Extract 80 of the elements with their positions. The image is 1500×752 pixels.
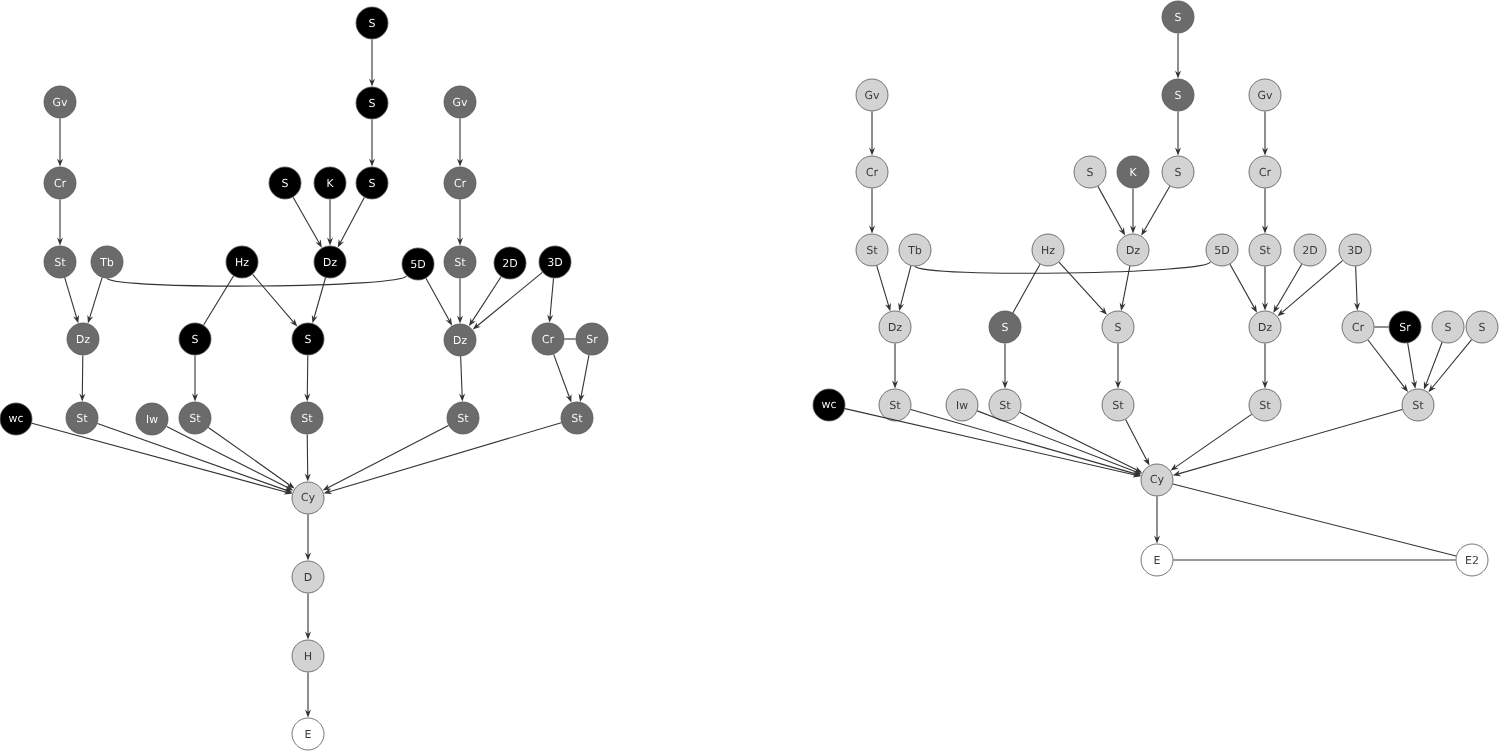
circle-node: H [291, 639, 325, 673]
circle-node: St [178, 401, 212, 435]
circle-node: 5D [401, 247, 435, 281]
circle-node: 3D [538, 245, 572, 279]
circle-node: St [878, 388, 912, 422]
circle-node: Dz [66, 322, 100, 356]
circle-node: Dz [443, 323, 477, 357]
circle-node: St [1101, 388, 1135, 422]
circle-node: St [446, 401, 480, 435]
circle-node: S [178, 322, 212, 356]
connector-line [1172, 483, 1457, 557]
circle-node: S [988, 310, 1022, 344]
circle-node: K [313, 166, 347, 200]
circle-node: E2 [1455, 543, 1489, 577]
circle-node: Sr [575, 322, 609, 356]
circle-node: S [268, 166, 302, 200]
circle-node: St [988, 388, 1022, 422]
circle-node: Hz [1031, 233, 1065, 267]
connector-line [1367, 339, 1408, 392]
circle-node: St [65, 401, 99, 435]
circle-node: 3D [1338, 233, 1372, 267]
circle-node: St [443, 245, 477, 279]
connector-line [1172, 559, 1457, 561]
circle-node: S [1431, 310, 1465, 344]
circle-node: St [290, 401, 324, 435]
circle-node: Dz [1248, 310, 1282, 344]
circle-node: S [1465, 310, 1499, 344]
circle-node: Cr [1341, 310, 1375, 344]
circle-node: S [1161, 155, 1195, 189]
circle-node: St [43, 245, 77, 279]
circle-node: 2D [493, 246, 527, 280]
connector-line [1373, 326, 1390, 328]
circle-node: S [1161, 0, 1195, 34]
circle-node: Tb [90, 245, 124, 279]
connector-line [1273, 263, 1303, 313]
circle-node: S [1161, 78, 1195, 112]
connector-line [1058, 261, 1107, 315]
circle-node: Cr [443, 166, 477, 200]
circle-node: Cr [531, 322, 565, 356]
circle-node: Cy [1140, 463, 1174, 497]
circle-node: Cr [1248, 155, 1282, 189]
circle-node: Cr [43, 166, 77, 200]
connector-line [844, 408, 1141, 478]
circle-node: Iw [135, 402, 169, 436]
circle-node: Hz [225, 245, 259, 279]
circle-node: S [355, 86, 389, 120]
circle-node: Iw [945, 388, 979, 422]
connector-line [563, 338, 577, 340]
circle-node: St [1248, 388, 1282, 422]
circle-node: Gv [855, 78, 889, 112]
circle-node: Gv [443, 85, 477, 119]
circle-node: S [355, 166, 389, 200]
circle-node: S [291, 322, 325, 356]
circle-node: wc [812, 388, 846, 422]
connector-line [203, 275, 234, 326]
circle-node: Dz [878, 310, 912, 344]
circle-node: Sr [1388, 310, 1422, 344]
circle-node: St [1248, 233, 1282, 267]
circle-node: S [1101, 310, 1135, 344]
circle-node: D [291, 560, 325, 594]
circle-node: S [1073, 155, 1107, 189]
circle-node: E [291, 717, 325, 751]
circle-node: S [355, 6, 389, 40]
circle-node: St [855, 233, 889, 267]
circle-node: 5D [1205, 233, 1239, 267]
circle-node: Dz [313, 245, 347, 279]
circle-node: Tb [898, 233, 932, 267]
circle-node: St [560, 401, 594, 435]
circle-node: Gv [1248, 78, 1282, 112]
circle-node: K [1116, 155, 1150, 189]
circle-node: Cr [855, 155, 889, 189]
circle-node: Cy [291, 481, 325, 515]
circle-node: Dz [1116, 233, 1150, 267]
circle-node: Gv [43, 85, 77, 119]
connector-line [1012, 263, 1041, 314]
connector-line [914, 261, 1211, 274]
circle-node: E [1140, 543, 1174, 577]
circle-node: 2D [1293, 233, 1327, 267]
circle-node: St [1401, 388, 1435, 422]
connector-line [106, 275, 407, 287]
